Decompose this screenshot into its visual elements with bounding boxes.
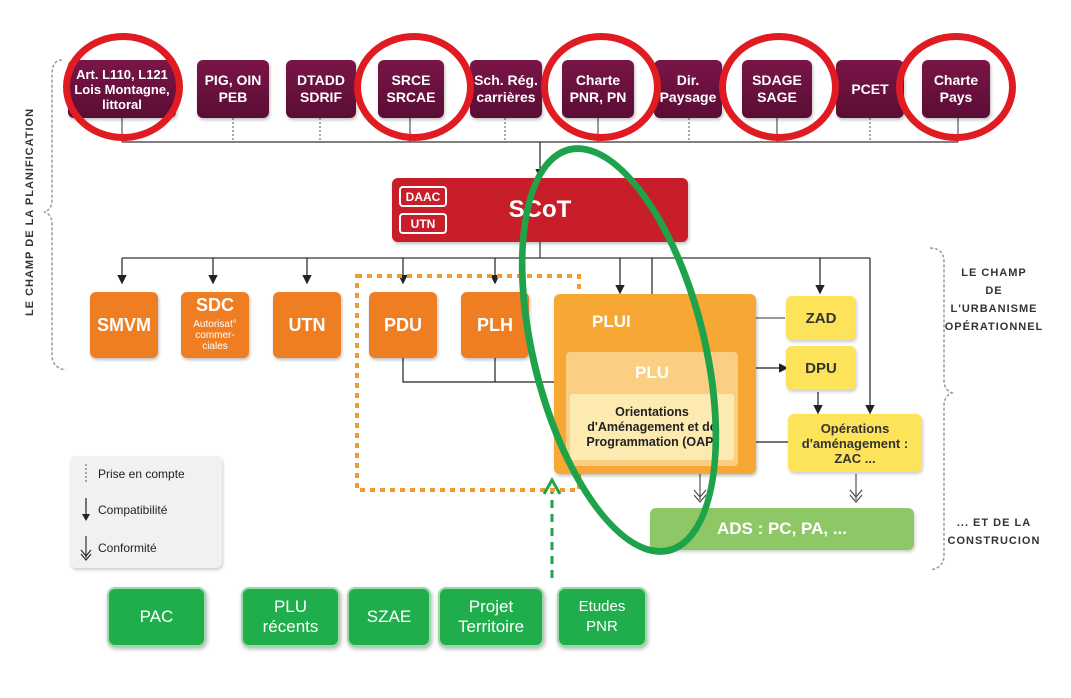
box-dpu: DPU [786, 346, 856, 390]
label-urbanisme-operationnel: LE CHAMP DE L'URBANISME OPÉRATIONNEL [944, 267, 1044, 333]
label-champ-planification: LE CHAMP DE LA PLANIFICATION [24, 107, 36, 317]
button-etudes-pnr[interactable]: Etudes PNR [557, 587, 647, 647]
box-pcet: PCET [836, 60, 904, 118]
dotted-group-frame [355, 274, 581, 492]
legend-compatibilite: Compatibilité [98, 503, 168, 517]
scot-title: SCoT [508, 196, 572, 223]
box-utn: UTN [273, 292, 341, 358]
legend-box: Prise en compte Compatibilité Conformité [70, 456, 222, 568]
box-pig-oin: PIG, OIN PEB [197, 60, 269, 118]
highlight-circle-srce [354, 33, 474, 141]
box-plh: PLH [461, 292, 529, 358]
box-sch-reg: Sch. Rég. carrières [470, 60, 542, 118]
button-szae[interactable]: SZAE [347, 587, 431, 647]
legend-symbols [80, 464, 92, 561]
highlight-circle-charte-pnr [541, 33, 661, 141]
box-operations: Opérations d'aménagement : ZAC ... [788, 414, 922, 472]
box-zad: ZAD [786, 296, 856, 340]
highlight-circle-art [63, 33, 183, 141]
highlight-circle-sdage [719, 33, 839, 141]
right-brace [929, 247, 955, 571]
box-sdc: SDC Autorisat° commer- ciales [181, 292, 249, 358]
oap-box: Orientations d'Aménagement et de Program… [570, 394, 734, 460]
box-dtadd: DTADD SDRIF [286, 60, 356, 118]
scot-tag-daac: DAAC [399, 186, 447, 207]
plu-title: PLU [635, 363, 669, 382]
box-pdu: PDU [369, 292, 437, 358]
plui-title: PLUI [592, 312, 631, 331]
sdc-title: SDC [195, 294, 234, 315]
box-ads: ADS : PC, PA, ... [650, 508, 914, 550]
label-construction: ... ET DE LA CONSTRUCION [947, 517, 1041, 547]
scot-tag-utn: UTN [399, 213, 447, 234]
sdc-subtitle: Autorisat° commer- ciales [193, 318, 237, 352]
scot-box [392, 178, 688, 242]
legend-prise-en-compte: Prise en compte [98, 467, 185, 481]
button-projet-territoire[interactable]: Projet Territoire [438, 587, 544, 647]
button-plu-recents[interactable]: PLU récents [241, 587, 340, 647]
left-brace [43, 59, 67, 371]
button-pac[interactable]: PAC [107, 587, 206, 647]
box-dir-paysage: Dir. Paysage [654, 60, 722, 118]
legend-conformite: Conformité [98, 541, 157, 555]
highlight-circle-charte-pays [896, 33, 1016, 141]
box-smvm: SMVM [90, 292, 158, 358]
